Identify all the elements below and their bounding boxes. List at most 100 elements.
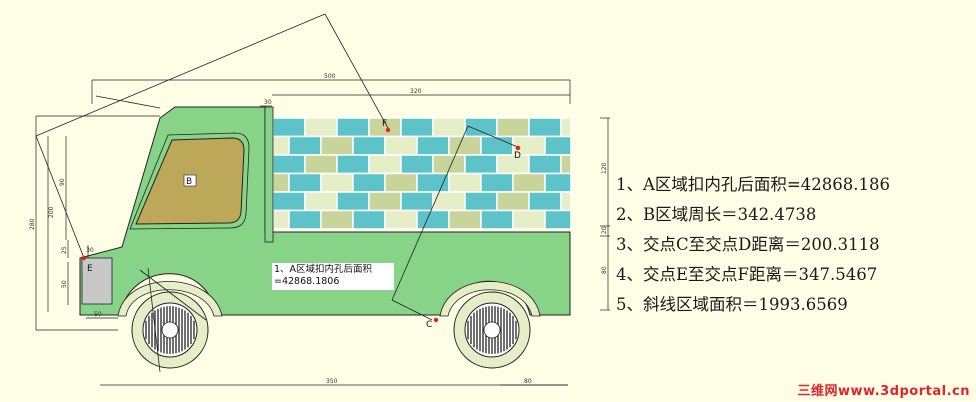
brick: [352, 135, 386, 156]
brick: [304, 191, 338, 212]
brick: [320, 172, 354, 193]
dim-left-low1: 25: [61, 246, 68, 254]
brick: [352, 172, 386, 193]
dimension-lines: [35, 79, 610, 386]
brick: [272, 135, 290, 156]
intersection-points: [81, 127, 521, 323]
brick: [448, 172, 482, 193]
brick: [416, 172, 450, 193]
brick: [496, 154, 530, 175]
brick: [368, 191, 402, 212]
point-b-box: [183, 174, 197, 187]
brick: [272, 117, 306, 138]
brick: [272, 172, 290, 193]
wheels: [131, 291, 531, 369]
brick: [528, 154, 562, 175]
brick: [288, 209, 322, 230]
dim-bottom-short: 80: [524, 378, 532, 385]
brick: [336, 154, 370, 175]
brick: [560, 191, 572, 212]
brick: [288, 135, 322, 156]
dim-bottom-left: 50: [94, 311, 102, 318]
brick: [416, 209, 450, 230]
brick: [384, 172, 418, 193]
result-item: 3、交点C至交点D距离＝200.3118: [616, 235, 880, 254]
dim-right-mid: 20: [601, 226, 608, 234]
dim-left-inner: 90: [59, 178, 66, 186]
wheel-hub-cap: [483, 321, 501, 339]
point-c-label: C: [426, 320, 432, 330]
result-item: 4、交点E至交点F距离＝347.5467: [616, 265, 878, 284]
brick: [400, 154, 434, 175]
result-item: 1、A区域扣内孔后面积=42868.186: [616, 175, 890, 194]
brick: [416, 135, 450, 156]
brick: [384, 135, 418, 156]
point-e-label: E: [87, 264, 93, 274]
brick: [320, 209, 354, 230]
front-fender: [117, 281, 223, 317]
brick: [304, 117, 338, 138]
dim-top-cargo: 320: [410, 88, 422, 95]
brick: [512, 209, 546, 230]
brick: [336, 191, 370, 212]
brick: [272, 209, 290, 230]
rear-fender: [439, 281, 541, 317]
dim-right-low: 80: [601, 266, 608, 274]
watermark-logo: 三维网www.3dportal.cn: [797, 384, 970, 399]
dim-right-top: 120: [601, 162, 608, 174]
brick: [288, 172, 322, 193]
result-item: 2、B区域周长＝342.4738: [616, 205, 817, 224]
brick: [400, 117, 434, 138]
point-f-label: F: [382, 119, 387, 129]
cargo-rail: [264, 106, 274, 243]
callout-line2: =42868.1806: [274, 276, 340, 287]
dim-bottom-long: 350: [326, 378, 338, 385]
point-b-label: B: [186, 177, 192, 187]
area-callout: 1、A区域扣内孔后面积 =42868.1806: [272, 263, 394, 290]
brick: [272, 154, 306, 175]
dim-top-small: 30: [264, 99, 272, 106]
brick: [512, 172, 546, 193]
dim-top-overall: 500: [324, 73, 336, 80]
brick: [336, 117, 370, 138]
brick: [448, 135, 482, 156]
brick: [480, 209, 514, 230]
point-d-label: D: [514, 151, 521, 161]
brick: [320, 135, 354, 156]
dim-left-small: 30: [86, 247, 94, 254]
brick: [544, 172, 572, 193]
brick: [560, 154, 572, 175]
wheel-hub-cap: [161, 321, 179, 339]
brick: [384, 209, 418, 230]
brick: [368, 154, 402, 175]
dim-left-outer: 280: [29, 218, 36, 230]
window-inner-outline: [129, 132, 250, 230]
brick: [496, 117, 530, 138]
dim-left-low2: 50: [61, 280, 68, 288]
brick: [304, 154, 338, 175]
bumper: [81, 257, 113, 305]
brick-wall: [272, 117, 572, 230]
brick: [432, 154, 466, 175]
brick: [464, 191, 498, 212]
brick: [400, 191, 434, 212]
brick: [480, 135, 514, 156]
brick: [528, 191, 562, 212]
brick: [496, 191, 530, 212]
results-list: 1、A区域扣内孔后面积=42868.186 2、B区域周长＝342.4738 3…: [616, 170, 890, 320]
dim-left-mid: 200: [48, 206, 55, 218]
brick: [432, 117, 466, 138]
result-item: 5、斜线区域面积＝1993.6569: [616, 295, 848, 314]
brick: [560, 117, 572, 138]
brick: [272, 191, 306, 212]
brick: [528, 117, 562, 138]
brick: [480, 172, 514, 193]
brick: [352, 209, 386, 230]
brick: [464, 154, 498, 175]
brick: [448, 209, 482, 230]
callout-line1: 1、A区域扣内孔后面积: [274, 264, 373, 275]
brick: [544, 209, 572, 230]
brick: [464, 117, 498, 138]
brick: [544, 135, 572, 156]
